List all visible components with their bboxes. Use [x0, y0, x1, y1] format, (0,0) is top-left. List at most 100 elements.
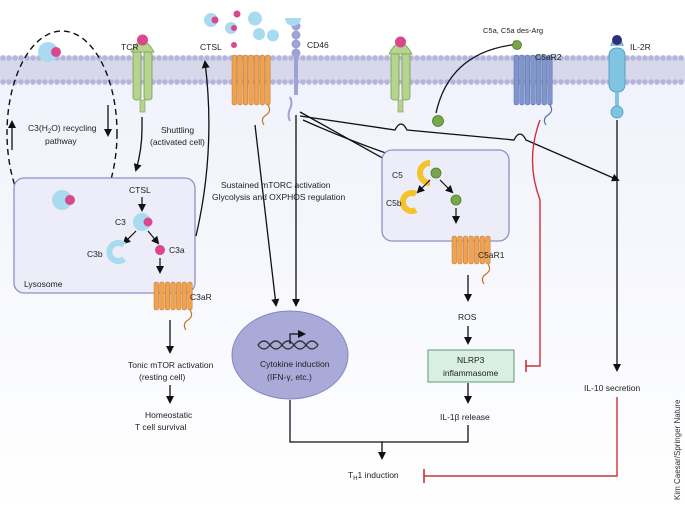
c5b-label: C5b [386, 198, 402, 208]
lipid-head [570, 79, 576, 85]
lipid-head [642, 79, 648, 85]
c3-fragments-extracellular [204, 10, 279, 48]
lysosome-label: Lysosome [24, 279, 63, 289]
c3b-molecule [106, 240, 126, 264]
lipid-head [678, 55, 684, 61]
extracellular-space [0, 0, 685, 55]
lipid-head [312, 55, 318, 61]
transmembrane-helix [530, 54, 536, 106]
lipid-head [576, 55, 582, 61]
lipid-head [486, 79, 492, 85]
lipid-head [378, 55, 384, 61]
lipid-head [456, 79, 462, 85]
c5a-molecule [450, 194, 462, 206]
transmembrane-helix [541, 54, 547, 106]
ctsl-associated-receptor [231, 54, 271, 126]
lipid-head [210, 55, 216, 61]
lipid-head [24, 55, 30, 61]
lipid-head [576, 79, 582, 85]
lipid-head [66, 79, 72, 85]
c5-label: C5 [392, 170, 403, 180]
lipid-head [18, 79, 24, 85]
lipid-head [336, 55, 342, 61]
lipid-head [216, 55, 222, 61]
transmembrane-helix [265, 54, 271, 106]
lipid-head [558, 55, 564, 61]
lipid-head [630, 79, 636, 85]
c3ar-label: C3aR [190, 292, 212, 302]
transmembrane-helix [242, 54, 249, 106]
shuttling-label-line2: (activated cell) [150, 137, 205, 147]
lipid-head [60, 55, 66, 61]
lipid-head [30, 79, 36, 85]
lipid-head [24, 79, 30, 85]
transmembrane-helix [153, 281, 159, 311]
lipid-head [66, 55, 72, 61]
lipid-head [366, 79, 372, 85]
lipid-head [30, 55, 36, 61]
mtorc-label-line2: Glycolysis and OXPHOS regulation [212, 192, 345, 202]
lipid-head [564, 55, 570, 61]
lipid-head [222, 79, 228, 85]
lipid-head [504, 55, 510, 61]
lipid-head [90, 55, 96, 61]
lipid-head [660, 55, 666, 61]
il10-inhibition-line [424, 397, 618, 477]
transmembrane-helix [451, 235, 457, 265]
lipid-head [420, 55, 426, 61]
lipid-head [582, 55, 588, 61]
transmembrane-helix [231, 54, 237, 106]
transmembrane-helix [181, 281, 187, 311]
lipid-head [84, 55, 90, 61]
c3b-label: C3b [87, 249, 103, 259]
lipid-head [270, 79, 276, 85]
lipid-head [102, 79, 108, 85]
lipid-head [672, 55, 678, 61]
lipid-head [444, 79, 450, 85]
lipid-head [414, 79, 420, 85]
lipid-head [348, 55, 354, 61]
lipid-head [108, 55, 114, 61]
il1b-to-th1-line [382, 425, 469, 443]
transmembrane-helix [524, 54, 531, 106]
lipid-head [468, 79, 474, 85]
lipid-head [504, 79, 510, 85]
lipid-head [198, 55, 204, 61]
receptor-tail [543, 104, 553, 126]
il1b-label: IL-1β release [440, 412, 490, 422]
transmembrane-helix [462, 235, 469, 265]
lipid-head [648, 55, 654, 61]
transmembrane-helix [485, 235, 491, 265]
lipid-head [6, 79, 12, 85]
lipid-head [678, 79, 684, 85]
lipid-head [378, 79, 384, 85]
lipid-head [216, 79, 222, 85]
lipid-head [18, 55, 24, 61]
c5-molecule [417, 160, 442, 186]
lipid-head [186, 55, 192, 61]
homeostatic-label-line2: T cell survival [135, 422, 186, 432]
lipid-head [276, 55, 282, 61]
c3a-molecule [155, 245, 165, 255]
nlrp3-label: NLRP3 [457, 355, 485, 365]
lipid-head [564, 79, 570, 85]
lipid-head [114, 55, 120, 61]
lipid-head [210, 79, 216, 85]
lipid-head [0, 79, 6, 85]
lipid-head [180, 79, 186, 85]
th1-induction-label: TH1 induction [348, 470, 399, 482]
c3b-arrow [122, 230, 137, 245]
lipid-head [162, 55, 168, 61]
transmembrane-helix [468, 235, 474, 265]
receptor-tail [261, 104, 271, 126]
tonic-mtor-label: Tonic mTOR activation [128, 360, 214, 370]
lipid-head [660, 79, 666, 85]
transmembrane-helix [159, 281, 165, 311]
lipid-head [450, 55, 456, 61]
ctsl-membrane-label: CTSL [200, 42, 222, 52]
image-credit: Kim Caesar/Springer Nature [673, 399, 682, 500]
lipid-head [318, 79, 324, 85]
receptor-tail [183, 309, 193, 331]
lipid-head [624, 79, 630, 85]
lipid-head [330, 55, 336, 61]
